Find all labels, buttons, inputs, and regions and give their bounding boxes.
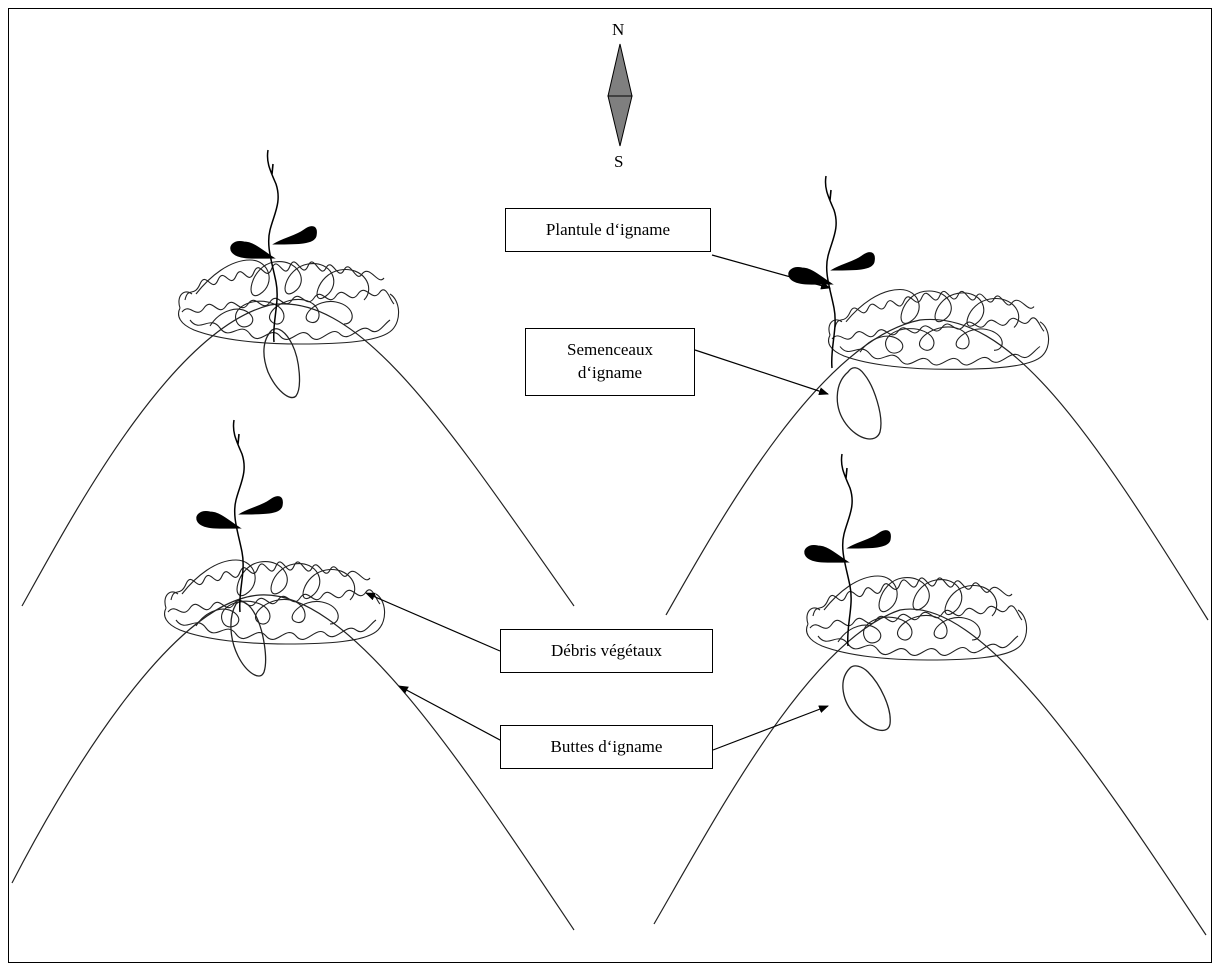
label-buttes-text: Buttes d‘igname bbox=[550, 736, 663, 756]
label-debris-text: Débris végétaux bbox=[551, 640, 662, 660]
label-buttes: Buttes d‘igname bbox=[500, 725, 713, 769]
semenceau-top-right bbox=[836, 367, 882, 440]
semenceau-top-left bbox=[263, 328, 301, 399]
label-plantule-text: Plantule d‘igname bbox=[545, 219, 671, 239]
arrow-plantule bbox=[711, 254, 831, 290]
compass-rose bbox=[607, 43, 633, 147]
compass-north-label: N bbox=[612, 20, 625, 39]
mound-top-right-outline bbox=[665, 318, 1209, 621]
arrow-buttes-left bbox=[398, 685, 516, 749]
label-semenceaux-line1: Semenceaux bbox=[567, 340, 653, 360]
semenceau-bottom-right bbox=[842, 665, 891, 732]
plantule-bottom-right bbox=[803, 453, 892, 647]
mound-bottom-left-outline bbox=[11, 594, 575, 931]
arrow-buttes-right bbox=[712, 705, 829, 751]
label-plantule: Plantule d‘igname bbox=[505, 208, 711, 252]
compass-north-arrow bbox=[607, 43, 633, 97]
semenceau-bottom-left bbox=[230, 601, 267, 677]
compass-south-arrow bbox=[607, 95, 633, 147]
plantule-bottom-left bbox=[195, 419, 284, 613]
plantule-top-left bbox=[229, 149, 318, 343]
mound-top-left-outline bbox=[21, 303, 575, 607]
compass-south-label: S bbox=[614, 152, 624, 171]
label-debris: Débris végétaux bbox=[500, 629, 713, 673]
arrow-semenceaux bbox=[694, 349, 829, 395]
label-semenceaux-line2: d‘igname bbox=[577, 363, 643, 382]
diagram-frame bbox=[8, 8, 1212, 963]
debris-bottom-left bbox=[163, 559, 386, 645]
plantule-top-right bbox=[787, 175, 876, 369]
mound-bottom-right-outline bbox=[653, 608, 1207, 936]
debris-top-left bbox=[177, 259, 400, 345]
debris-bottom-right bbox=[805, 575, 1028, 661]
label-semenceaux: Semenceaux d‘igname bbox=[525, 328, 695, 396]
arrow-debris bbox=[365, 592, 501, 652]
